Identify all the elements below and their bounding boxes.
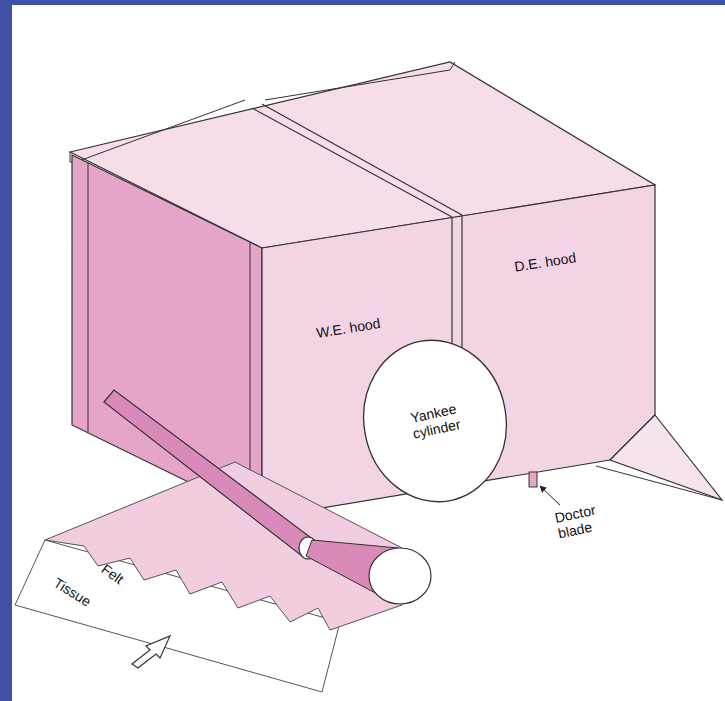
yankee-cylinder: Yankee cylinder xyxy=(362,338,508,504)
part-label: Doctor blade xyxy=(553,499,614,542)
hood-hopper xyxy=(610,415,722,500)
leader-line xyxy=(540,486,560,505)
hood-front xyxy=(262,185,655,518)
slide-border xyxy=(0,0,725,5)
felt-roll xyxy=(104,390,314,556)
doctor-blade xyxy=(529,472,537,487)
pressure-roll xyxy=(369,548,431,604)
slide-border xyxy=(0,0,12,701)
direction-arrow xyxy=(132,636,170,668)
